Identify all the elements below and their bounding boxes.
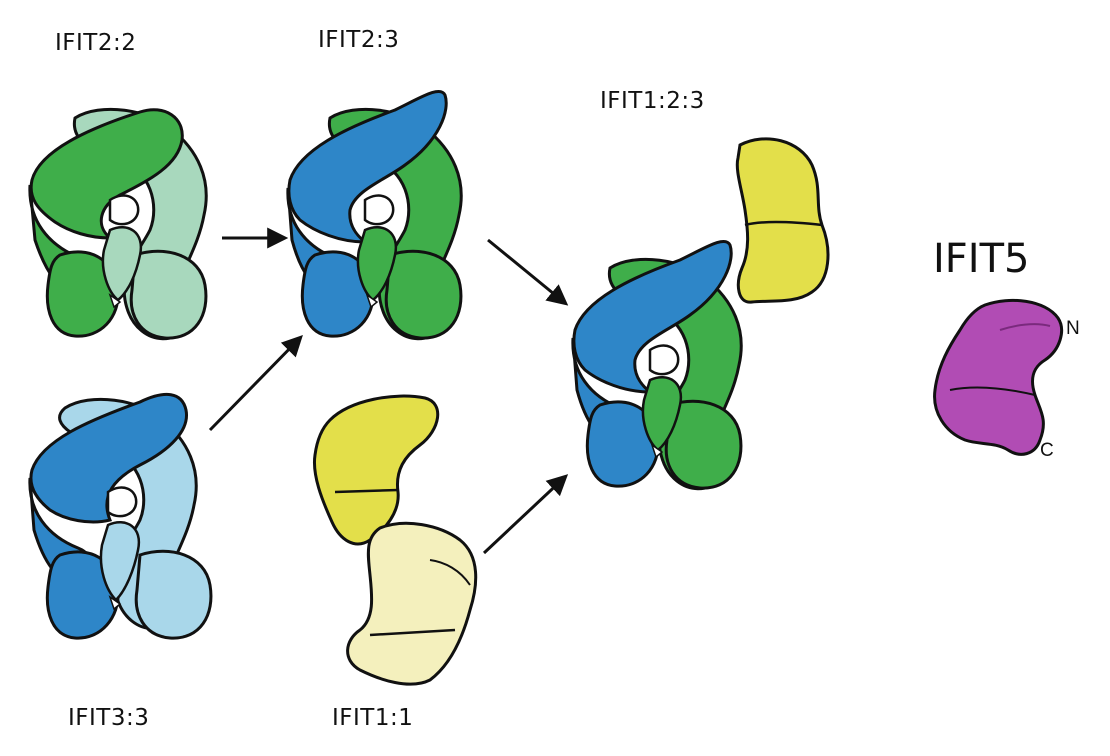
- label-ifit2-3: IFIT2:3: [318, 27, 400, 53]
- ifit1-2-3-complex: [571, 137, 830, 491]
- label-ifit1-2-3: IFIT1:2:3: [600, 88, 705, 114]
- arrow-ifit1-1-to-ifit1-2-3: [482, 474, 569, 555]
- ifit3-3-dimer: [28, 393, 213, 640]
- arrow-ifit2-3-to-ifit1-2-3: [487, 238, 569, 306]
- label-ifit3-3: IFIT3:3: [68, 705, 150, 731]
- arrow-ifit3-3-to-ifit2-3: [208, 334, 303, 432]
- ifit5-monomer: [933, 298, 1063, 456]
- ifit1-1-dimer: [312, 394, 478, 686]
- label-n-terminus: N: [1066, 318, 1080, 339]
- label-ifit5: IFIT5: [933, 236, 1030, 282]
- ifit2-2-dimer: [28, 107, 208, 341]
- label-ifit2-2: IFIT2:2: [55, 30, 137, 56]
- label-c-terminus: C: [1040, 440, 1054, 461]
- ifit2-3-dimer: [286, 89, 463, 341]
- label-ifit1-1: IFIT1:1: [332, 705, 414, 731]
